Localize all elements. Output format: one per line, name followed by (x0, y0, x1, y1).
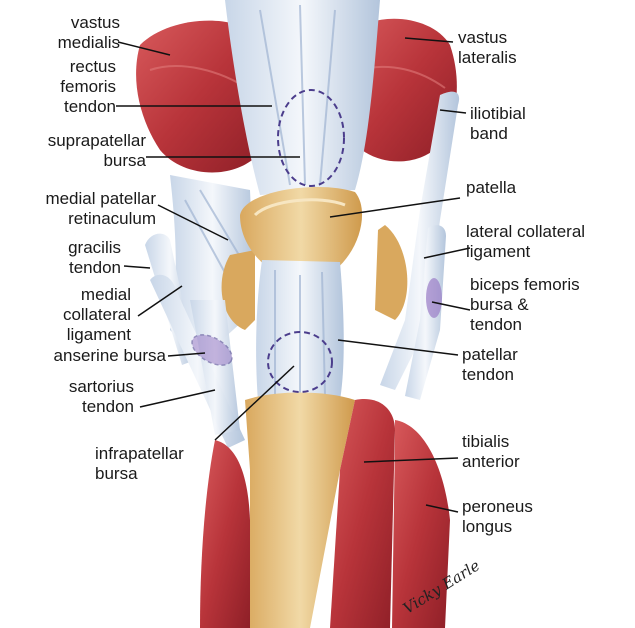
rectus-femoris-tendon (225, 0, 380, 195)
leader-medial-retinaculum (157, 204, 229, 241)
tibialis-anterior-muscle (330, 399, 395, 628)
leader-patellar-tendon (337, 339, 459, 356)
leader-peroneus-longus (425, 504, 459, 513)
femur-condyle-lateral (375, 225, 408, 320)
leader-lateral-collateral (423, 247, 471, 259)
leader-vastus-medialis (117, 41, 171, 56)
suprapatellar-bursa-outline (277, 89, 345, 187)
biceps-femoris-bursa (426, 278, 442, 318)
leader-tibialis-anterior (363, 457, 459, 463)
leader-biceps-femoris (431, 301, 471, 311)
leader-gracilis (123, 265, 151, 269)
medial-collateral-ligament-shape (190, 300, 240, 435)
patellar-tendon (256, 260, 344, 402)
lateral-collateral-ligament (405, 225, 446, 400)
leader-infrapatellar (214, 365, 295, 441)
leader-iliotibial (439, 109, 467, 114)
leader-anserine (167, 352, 206, 357)
leader-patella (329, 197, 461, 218)
leader-sartorius (139, 389, 216, 408)
tibia-bone (245, 392, 355, 628)
peroneus-longus-muscle (392, 420, 450, 628)
leader-medial-collateral (137, 285, 183, 317)
anserine-bursa (191, 334, 233, 366)
medial-lower-leg-muscle (200, 440, 250, 628)
femur-condyle-medial (221, 250, 255, 330)
leader-vastus-lateralis (404, 37, 454, 43)
infrapatellar-bursa-outline (267, 331, 333, 393)
iliotibial-band (380, 91, 460, 390)
